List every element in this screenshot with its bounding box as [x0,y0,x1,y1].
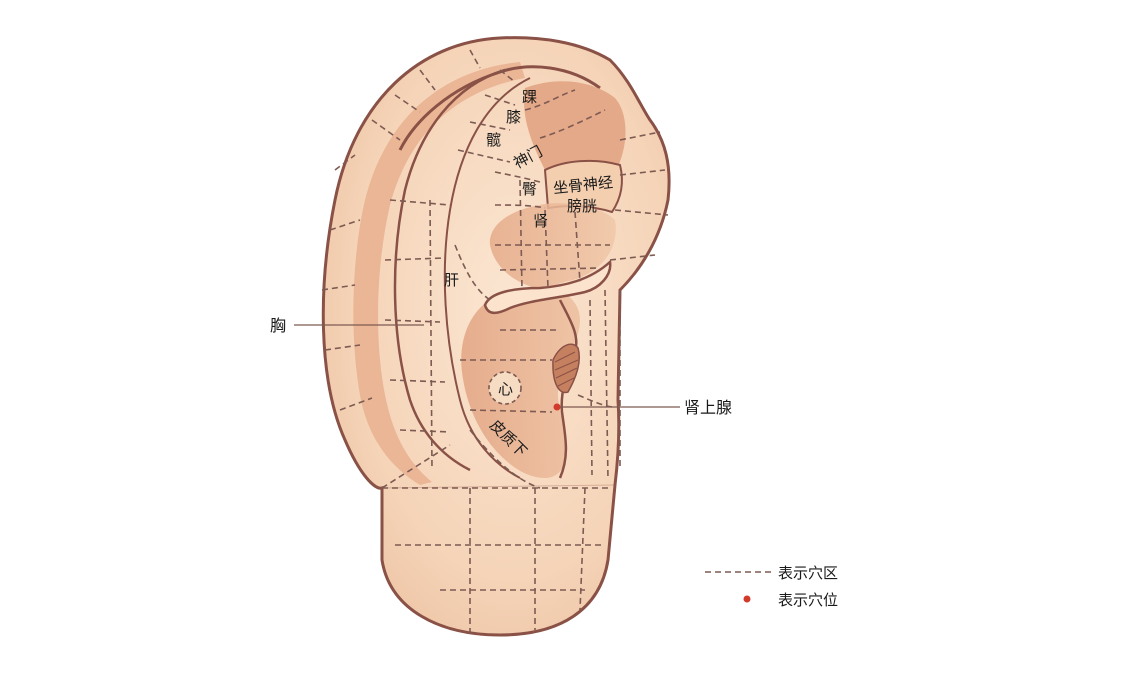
callout-shenshangxian: 肾上腺 [684,398,732,417]
concha [461,203,616,478]
heart-zone-circle [488,371,522,405]
legend: 表示穴区 表示穴位 [705,564,838,609]
helix-crus [483,259,612,315]
tragus-hatch [552,343,580,394]
triangular-fossa [524,81,626,172]
antihelix-curve-2 [443,77,531,479]
label-pangguang: 膀胱 [567,197,597,215]
scapha-groove [353,62,525,485]
zone-dashed-lines [321,49,669,635]
label-shen: 肾 [533,212,548,230]
callout-xiong: 胸 [270,316,286,335]
label-xi: 膝 [506,108,521,126]
label-xin: 心 [498,380,513,398]
legend-point-swatch [743,595,751,603]
label-tun: 臀 [522,180,537,198]
legend-point-label: 表示穴位 [778,591,838,609]
label-kuan: 髋 [486,131,501,149]
adrenal-point [553,403,561,411]
lobe-outline [381,484,616,489]
label-huai: 踝 [522,88,537,106]
tragus-hatch-lines [554,351,579,387]
label-gan: 肝 [444,271,459,289]
antihelix-curve-1 [393,68,506,472]
legend-zone-label: 表示穴区 [778,564,838,582]
